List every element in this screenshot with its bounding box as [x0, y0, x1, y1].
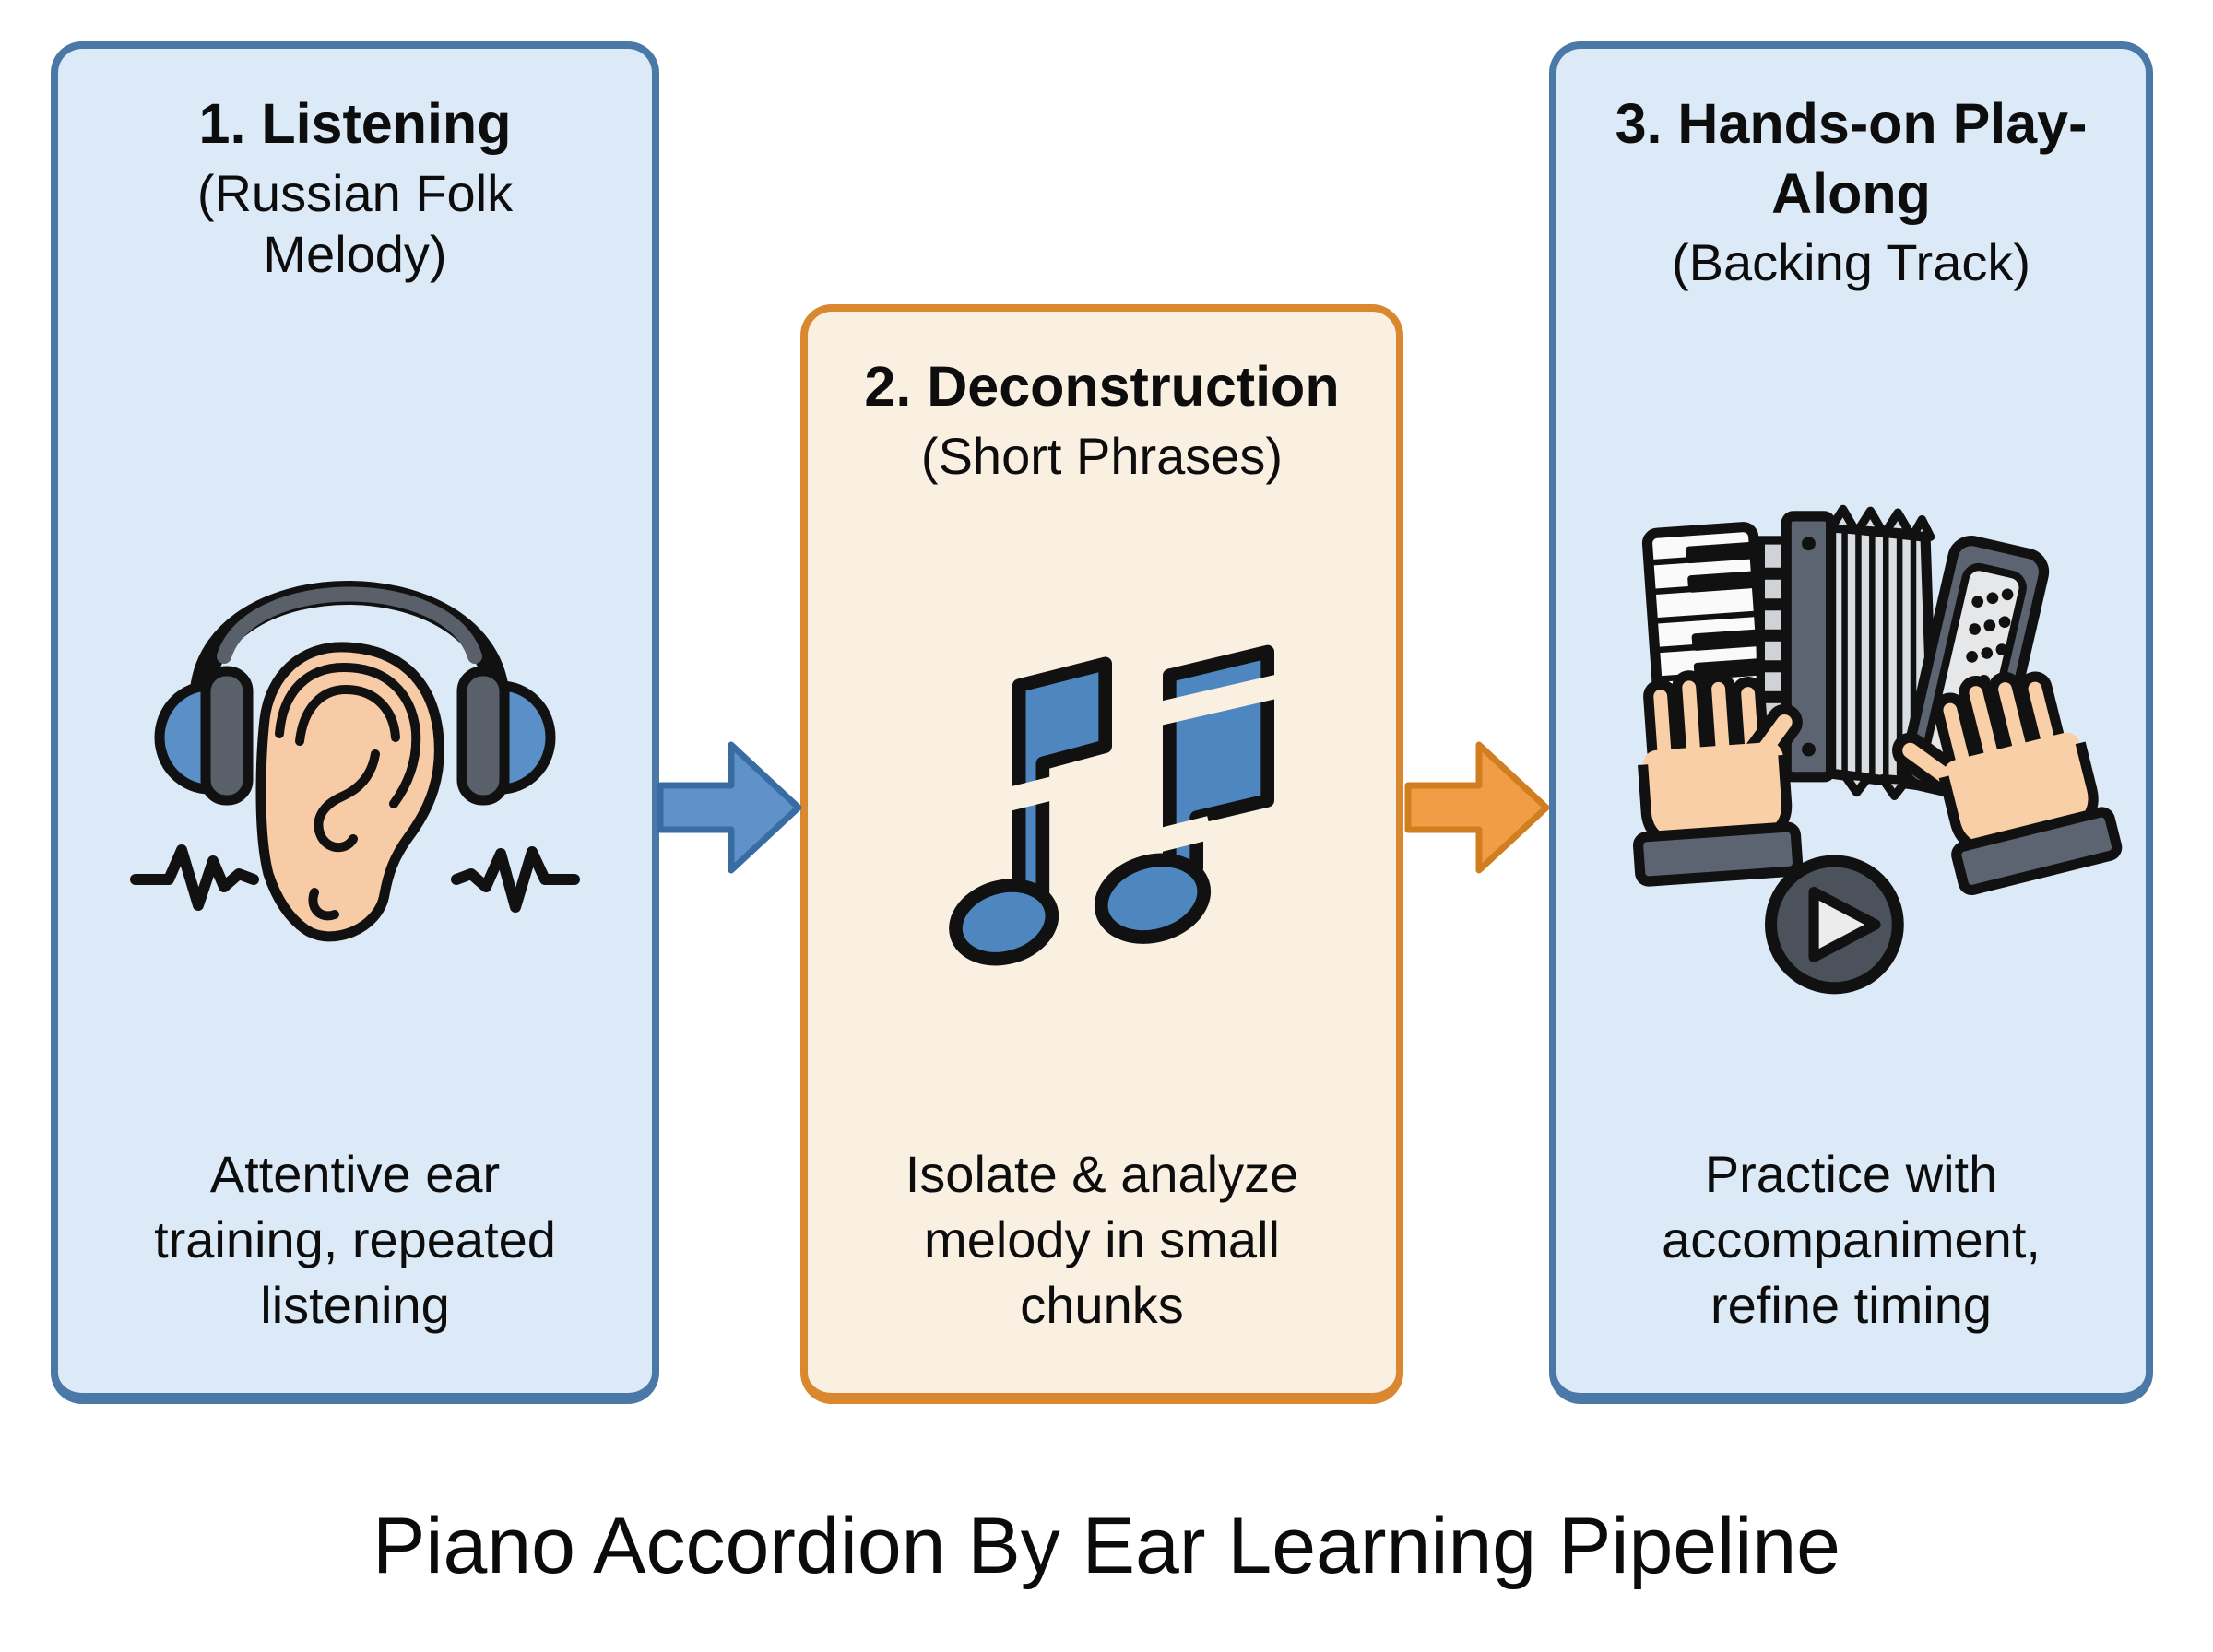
right-hand-icon	[1891, 671, 2122, 896]
step-icon-area	[1556, 293, 2146, 1140]
ear-with-headphones-icon	[130, 580, 580, 942]
step-subheading: (Russian Folk Melody)	[196, 163, 514, 283]
diagram-title: Piano Accordion By Ear Learning Pipeline	[372, 1502, 1840, 1590]
step-description: Isolate & analyze melody in small chunks	[905, 1144, 1299, 1334]
arrow-step1-to-step2-icon	[657, 741, 802, 874]
step-heading: 1. Listening	[198, 92, 512, 155]
ear-icon	[255, 642, 444, 942]
chunk-cut-marks	[1000, 673, 1284, 853]
sound-waves-icon	[130, 844, 580, 913]
step-subheading: (Backing Track)	[1672, 233, 2030, 292]
step-description: Practice with accompaniment, refine timi…	[1662, 1144, 2041, 1334]
step-heading: 3. Hands-on Play-Along	[1615, 92, 2088, 225]
bellows-icon	[1825, 504, 1939, 800]
step-card-deconstruction: 2. Deconstruction (Short Phrases) Iso	[800, 304, 1403, 1404]
headphones-icon	[154, 580, 556, 806]
step-icon-area	[58, 285, 652, 1141]
accordion-with-hands-icon	[1632, 504, 2122, 995]
step-heading: 2. Deconstruction	[864, 355, 1340, 418]
arrow-step2-to-step3-icon	[1404, 741, 1550, 874]
step-icon-area	[808, 487, 1396, 1141]
step-card-listening: 1. Listening (Russian Folk Melody)	[51, 41, 659, 1404]
step-description: Attentive ear training, repeated listeni…	[154, 1144, 556, 1334]
music-note-left-icon	[949, 656, 1112, 966]
play-button-icon	[1764, 855, 1904, 995]
deconstructed-music-notes-icon	[949, 644, 1284, 966]
step-subheading: (Short Phrases)	[920, 426, 1284, 485]
left-hand-icon	[1632, 670, 1803, 887]
step-card-play-along: 3. Hands-on Play-Along (Backing Track)	[1549, 41, 2153, 1404]
